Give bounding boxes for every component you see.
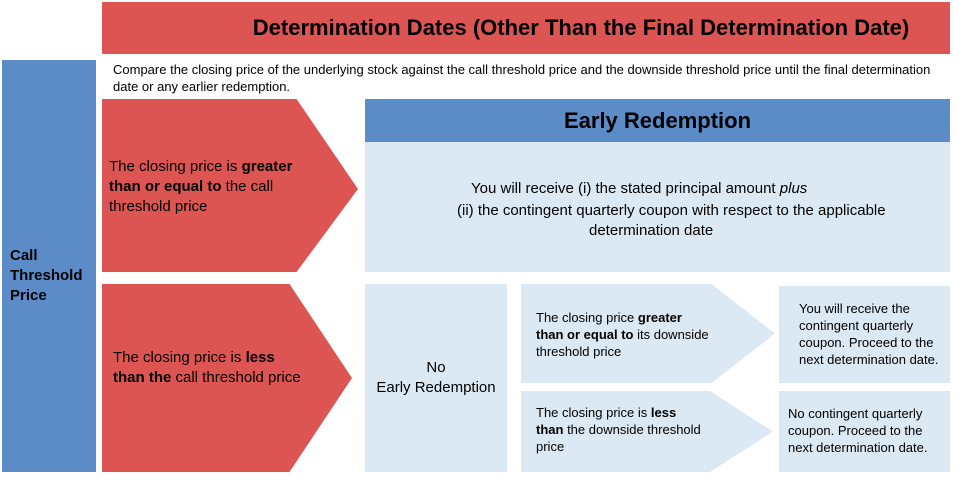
side-line: Price (10, 287, 47, 304)
side-line: Threshold (10, 267, 83, 284)
early-redemption-body: You will receive (i) the stated principa… (365, 142, 950, 272)
header-title: Determination Dates (Other Than the Fina… (102, 2, 950, 54)
intro-text: Compare the closing price of the underly… (113, 62, 931, 94)
text-part: The closing price is (536, 405, 651, 420)
condition-text: The closing price is less than the call … (113, 348, 303, 388)
text-part: The closing price (536, 310, 638, 325)
er-line3: determination date (589, 222, 714, 239)
outcome-coupon-box: You will receive the contingent quarterl… (779, 286, 950, 383)
text-part: The closing price is (113, 349, 246, 366)
condition-above-downside-arrow: The closing price greater than or equal … (521, 284, 775, 383)
er-line2: (ii) the contingent quarterly coupon wit… (457, 202, 886, 219)
text-part: The closing price is (109, 158, 242, 175)
condition-below-downside-arrow: The closing price is less than the downs… (521, 391, 773, 472)
text-bold: greater than or equal to (109, 158, 293, 195)
text-part: call threshold price (171, 369, 301, 386)
text-italic: plus (779, 180, 808, 197)
text-bold: less than (536, 405, 677, 437)
condition-text: The closing price greater than or equal … (536, 309, 711, 360)
text-part: the call threshold price (109, 178, 274, 215)
condition-text: The closing price is greater than or equ… (109, 157, 309, 217)
text-bold: greater than or equal to (536, 310, 682, 342)
text-bold: less than the (113, 349, 275, 386)
text-part: You will receive (i) the stated principa… (471, 180, 780, 197)
condition-text: The closing price is less than the downs… (536, 404, 706, 455)
er-line1: You will receive (i) the stated principa… (471, 178, 807, 199)
text-part: its downside threshold price (536, 327, 709, 359)
outcome-no-coupon-box: No contingent quarterly coupon. Proceed … (779, 391, 950, 472)
text-part: the downside threshold price (536, 422, 701, 454)
text-line: Early Redemption (376, 379, 496, 396)
early-redemption-title: Early Redemption (365, 99, 950, 142)
text-line: No (426, 359, 446, 376)
side-line: Call (10, 247, 38, 264)
condition-above-call-arrow: The closing price is greater than or equ… (102, 99, 358, 272)
condition-below-call-arrow: The closing price is less than the call … (102, 284, 352, 472)
